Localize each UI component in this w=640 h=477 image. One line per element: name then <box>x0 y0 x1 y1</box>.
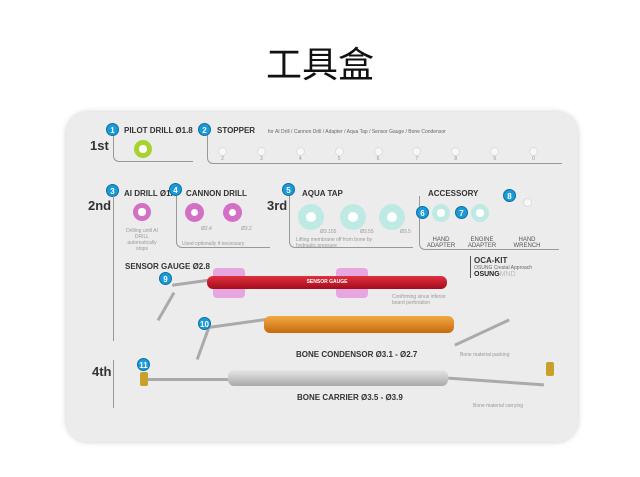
stopper[interactable]: 6 <box>373 147 383 162</box>
bone-condensor-label: BONE CONDENSOR Ø3.1 - Ø2.7 <box>296 350 418 359</box>
pilot-drill[interactable] <box>134 140 152 158</box>
pilot-drill-label: PILOT DRILL Ø1.8 <box>124 126 193 135</box>
bone-condensor-desc: Bone material packing <box>460 352 510 358</box>
aqua-tap-bracket <box>289 190 413 248</box>
ai-drill[interactable] <box>133 203 151 221</box>
bone-carrier-label: BONE CARRIER Ø3.5 - Ø3.9 <box>297 393 403 402</box>
stopper[interactable]: 9 <box>490 147 500 162</box>
bone-condensor-handle[interactable] <box>264 316 454 333</box>
pilot-drill-bracket <box>113 134 193 162</box>
step-1st: 1st <box>90 138 109 153</box>
ai-drill-desc: Drilling until AI DRILL automatically st… <box>126 228 158 252</box>
stopper[interactable]: 7 <box>412 147 422 162</box>
badge-1: 1 <box>106 123 119 136</box>
cannon-size-1: Ø2.4 <box>201 226 212 232</box>
hand-wrench-label: HAND WRENCH <box>513 237 541 249</box>
step-2nd: 2nd <box>88 198 112 213</box>
stopper-label: STOPPER <box>217 126 256 135</box>
badge-10: 10 <box>198 317 211 330</box>
stopper-bracket <box>207 134 562 164</box>
badge-11: 11 <box>137 358 150 371</box>
page-title: 工具盒 <box>265 45 374 86</box>
cannon-drill-3-2[interactable] <box>223 203 242 222</box>
stopper-desc: for AI Drill / Cannon Drill / Adapter / … <box>268 129 446 135</box>
engine-adapter-label: ENGINE ADAPTER <box>467 237 497 249</box>
stopper[interactable]: 3 <box>256 147 266 162</box>
aqua-tap-3-155[interactable] <box>298 204 324 230</box>
divider <box>113 360 114 408</box>
cannon-drill-bracket <box>176 190 270 248</box>
engine-adapter[interactable] <box>471 204 489 222</box>
stopper[interactable]: 8 <box>451 147 461 162</box>
brand-block: OCA-KIT OSUNG Crestal Approach OSUNGMND <box>470 256 532 278</box>
kit-subtitle: OSUNG Crestal Approach <box>474 265 533 271</box>
badge-5: 5 <box>282 183 295 196</box>
accessory-label: ACCESSORY <box>428 189 479 198</box>
sensor-gauge-handle[interactable]: SENSOR GAUGE <box>207 276 447 289</box>
aqua-size-3: Ø3.5 <box>400 229 411 235</box>
stopper-row: 2 3 4 5 6 7 8 9 0 <box>218 147 538 162</box>
badge-2: 2 <box>198 123 211 136</box>
hand-adapter-label: HAND ADAPTER <box>426 237 456 249</box>
sensor-gauge-label: SENSOR GAUGE Ø2.8 <box>125 262 210 271</box>
sensor-bracket <box>113 268 114 338</box>
aqua-size-2: Ø3.55 <box>360 229 374 235</box>
osung-logo-suffix: MND <box>499 271 516 278</box>
cannon-size-2: Ø3.2 <box>241 226 252 232</box>
aqua-tap-label: AQUA TAP <box>302 189 343 198</box>
stopper[interactable]: 4 <box>295 147 305 162</box>
stopper[interactable]: 2 <box>218 147 227 162</box>
badge-7: 7 <box>455 206 468 219</box>
ai-drill-label: AI DRILL Ø1. <box>124 189 173 198</box>
stopper[interactable]: 5 <box>334 147 344 162</box>
badge-8: 8 <box>503 189 516 202</box>
sensor-gauge-desc: Confirming sinus inferior board perforat… <box>392 294 446 306</box>
step-3rd: 3rd <box>267 198 288 213</box>
bone-carrier-desc: Bone material carrying <box>473 403 524 409</box>
aqua-tap-3-55[interactable] <box>340 204 366 230</box>
badge-4: 4 <box>169 183 182 196</box>
badge-9: 9 <box>159 272 172 285</box>
hand-adapter[interactable] <box>432 204 450 222</box>
cannon-drill-2-4[interactable] <box>185 203 204 222</box>
aqua-tap-desc: Lifting membrane off from bone by hydrau… <box>296 237 373 249</box>
stopper[interactable]: 0 <box>529 147 538 162</box>
aqua-tap-3-5[interactable] <box>379 204 405 230</box>
carrier-tip-left <box>140 372 148 386</box>
badge-6: 6 <box>416 206 429 219</box>
accessory-bracket <box>419 196 559 250</box>
badge-3: 3 <box>106 184 119 197</box>
kit-name: OCA-KIT <box>474 256 508 265</box>
cannon-drill-desc: Used optionally if necessary <box>182 241 245 247</box>
osung-logo: OSUNG <box>474 271 500 278</box>
bone-carrier-handle[interactable] <box>228 370 448 386</box>
hand-wrench[interactable] <box>523 198 532 207</box>
carrier-shaft <box>148 378 228 381</box>
cannon-drill-label: CANNON DRILL <box>186 189 247 198</box>
carrier-tip-right <box>546 362 554 376</box>
aqua-size-1: Ø3.155 <box>320 229 337 235</box>
step-4th: 4th <box>92 364 112 379</box>
